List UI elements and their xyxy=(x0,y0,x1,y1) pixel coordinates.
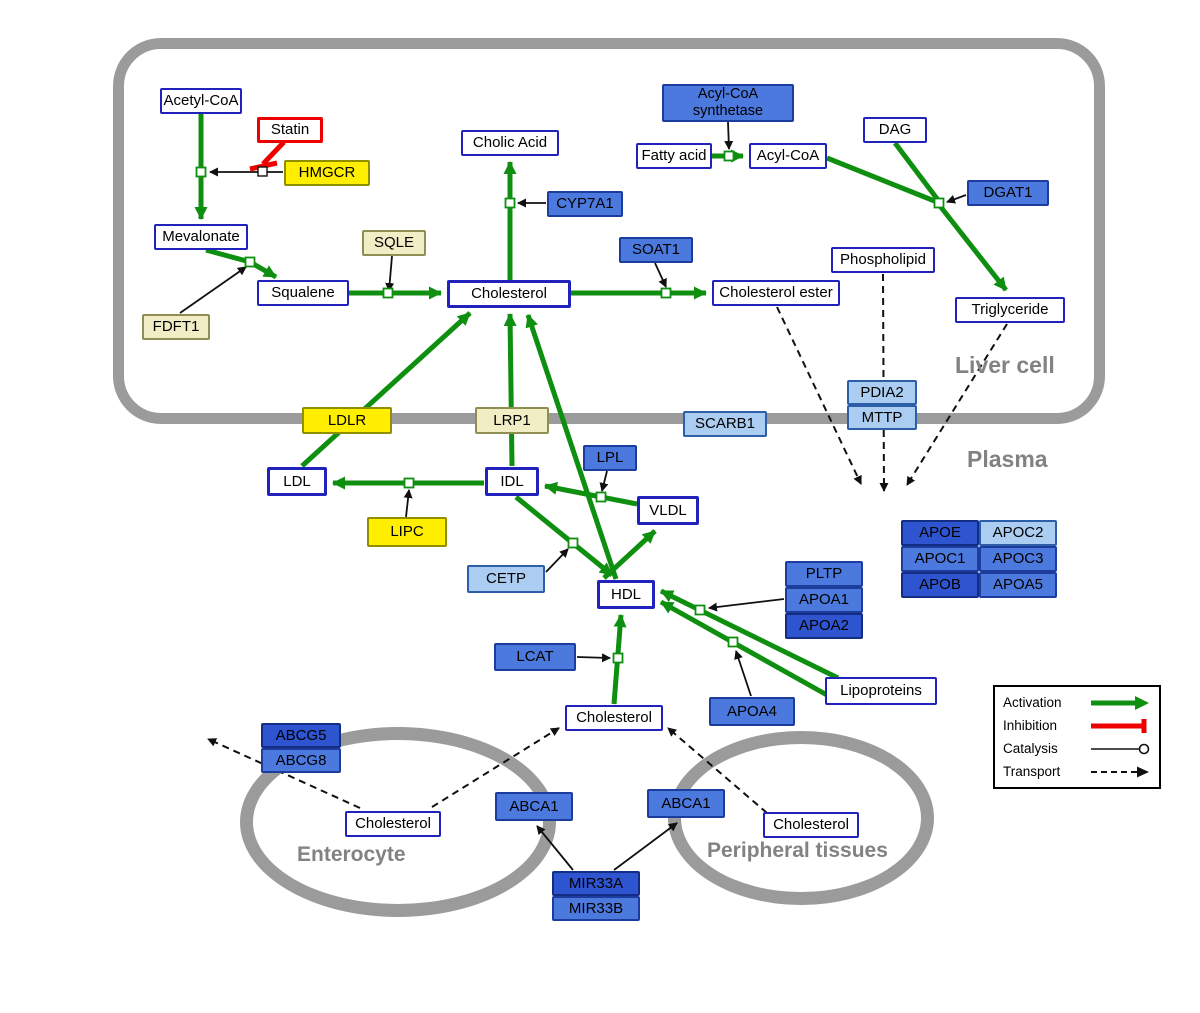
node-apoc3[interactable]: APOC3 xyxy=(979,546,1057,572)
node-mir33a[interactable]: MIR33A xyxy=(552,871,640,896)
node-statin[interactable]: Statin xyxy=(257,117,323,143)
node-ldl[interactable]: LDL xyxy=(267,467,327,496)
legend-row-inhibition: Inhibition xyxy=(1003,718,1151,734)
node-phospholipid[interactable]: Phospholipid xyxy=(831,247,935,273)
node-apoe[interactable]: APOE xyxy=(901,520,979,546)
node-vldl[interactable]: VLDL xyxy=(637,496,699,525)
catalysis-circle-glyph xyxy=(1091,743,1150,754)
node-acyl-coa-synthetase[interactable]: Acyl-CoA synthetase xyxy=(662,84,794,122)
node-abcg5[interactable]: ABCG5 xyxy=(261,723,341,748)
node-hdl[interactable]: HDL xyxy=(597,580,655,609)
liver-cell-membrane xyxy=(113,38,1105,424)
node-lpl[interactable]: LPL xyxy=(583,445,637,471)
enterocyte-label: Enterocyte xyxy=(297,843,406,866)
node-mevalonate[interactable]: Mevalonate xyxy=(154,224,248,250)
legend-row-transport: Transport xyxy=(1003,764,1151,780)
node-cholesterol-plasma[interactable]: Cholesterol xyxy=(565,705,663,731)
node-apoa5[interactable]: APOA5 xyxy=(979,572,1057,598)
node-apoa1[interactable]: APOA1 xyxy=(785,587,863,613)
node-abca1-enterocyte[interactable]: ABCA1 xyxy=(495,792,573,821)
node-acetyl-coa[interactable]: Acetyl-CoA xyxy=(160,88,242,114)
node-fatty-acid[interactable]: Fatty acid xyxy=(636,143,712,169)
catalysis-anchor xyxy=(257,166,268,177)
activation-edges xyxy=(194,114,1008,705)
legend-activation-label: Activation xyxy=(1003,695,1062,710)
catalysis-connectors xyxy=(179,121,967,871)
plasma-label: Plasma xyxy=(967,446,1048,472)
node-sqle[interactable]: SQLE xyxy=(362,230,426,256)
node-apob[interactable]: APOB xyxy=(901,572,979,598)
node-hmgcr[interactable]: HMGCR xyxy=(284,160,370,186)
node-triglyceride[interactable]: Triglyceride xyxy=(955,297,1065,323)
node-cholic-acid[interactable]: Cholic Acid xyxy=(461,130,559,156)
node-ldlr[interactable]: LDLR xyxy=(302,407,392,434)
node-abca1-peripheral[interactable]: ABCA1 xyxy=(647,789,725,818)
node-apoa4[interactable]: APOA4 xyxy=(709,697,795,726)
node-acyl-coa[interactable]: Acyl-CoA xyxy=(749,143,827,169)
liver-cell-label: Liver cell xyxy=(955,352,1055,378)
node-mir33b[interactable]: MIR33B xyxy=(552,896,640,921)
node-dgat1[interactable]: DGAT1 xyxy=(967,180,1049,206)
node-lipc[interactable]: LIPC xyxy=(367,517,447,547)
node-cholesterol-enterocyte[interactable]: Cholesterol xyxy=(345,811,441,837)
node-cetp[interactable]: CETP xyxy=(467,565,545,593)
node-dag[interactable]: DAG xyxy=(863,117,927,143)
node-mttp[interactable]: MTTP xyxy=(847,405,917,430)
legend-catalysis-label: Catalysis xyxy=(1003,741,1058,756)
junction-nodes xyxy=(195,150,945,664)
node-pdia2[interactable]: PDIA2 xyxy=(847,380,917,405)
node-squalene[interactable]: Squalene xyxy=(257,280,349,306)
peripheral-tissues-label: Peripheral tissues xyxy=(707,839,888,862)
legend: Activation Inhibition Catalysis Transpor… xyxy=(993,685,1161,789)
node-scarb1[interactable]: SCARB1 xyxy=(683,411,767,437)
node-cholesterol-liver[interactable]: Cholesterol xyxy=(447,280,571,308)
node-pltp[interactable]: PLTP xyxy=(785,561,863,587)
legend-inhibition-label: Inhibition xyxy=(1003,718,1058,733)
inhibition-tbar-glyph xyxy=(1091,718,1147,733)
node-apoc1[interactable]: APOC1 xyxy=(901,546,979,572)
node-cyp7a1[interactable]: CYP7A1 xyxy=(547,191,623,217)
legend-row-activation: Activation xyxy=(1003,695,1151,711)
node-idl[interactable]: IDL xyxy=(485,467,539,496)
legend-transport-label: Transport xyxy=(1003,764,1061,779)
node-cholesterol-peripheral[interactable]: Cholesterol xyxy=(763,812,859,838)
node-apoa2[interactable]: APOA2 xyxy=(785,613,863,639)
transport-dashed-arrow-glyph xyxy=(1091,766,1149,777)
node-lipoproteins[interactable]: Lipoproteins xyxy=(825,677,937,705)
activation-arrow-glyph xyxy=(1091,695,1149,710)
inhibition-edge xyxy=(249,140,286,172)
node-soat1[interactable]: SOAT1 xyxy=(619,237,693,263)
legend-row-catalysis: Catalysis xyxy=(1003,741,1151,757)
node-abcg8[interactable]: ABCG8 xyxy=(261,748,341,773)
node-fdft1[interactable]: FDFT1 xyxy=(142,314,210,340)
node-cholesterol-ester[interactable]: Cholesterol ester xyxy=(712,280,840,306)
node-lrp1[interactable]: LRP1 xyxy=(475,407,549,434)
node-lcat[interactable]: LCAT xyxy=(494,643,576,671)
node-apoc2[interactable]: APOC2 xyxy=(979,520,1057,546)
